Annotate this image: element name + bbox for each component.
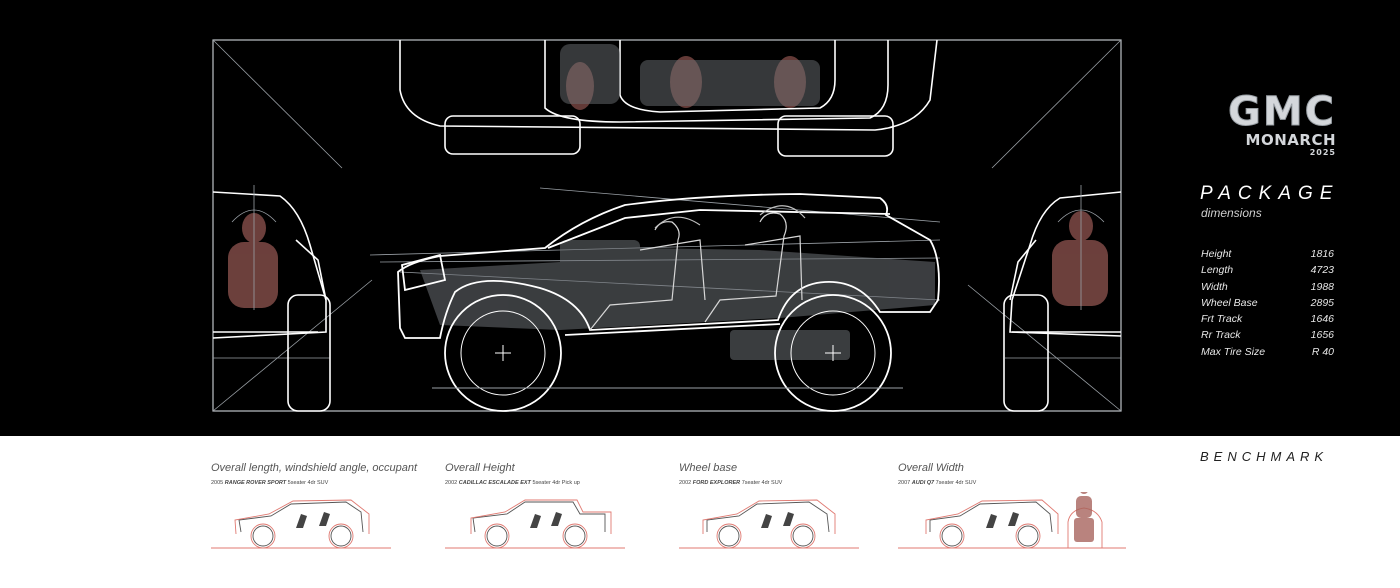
dimension-row: Rr Track 1656	[1201, 327, 1334, 343]
benchmark-car-name: RANGE ROVER SPORT	[224, 480, 287, 486]
front-view	[212, 191, 331, 412]
benchmark-car-line: 2007 AUDI Q7 7seater 4dr SUV	[898, 480, 1128, 486]
side-view-body-fill	[420, 240, 935, 360]
benchmark-title: BENCHMARK	[1200, 449, 1329, 464]
dimension-value: 4723	[1310, 264, 1334, 277]
dimension-label: Height	[1201, 248, 1232, 260]
package-subtitle: dimensions	[1201, 206, 1262, 220]
benchmark-car-name: AUDI Q7	[911, 480, 935, 486]
benchmark-item: Overall length, windshield angle, occupa…	[211, 462, 441, 549]
benchmark-sketch	[679, 499, 859, 549]
benchmark-heading: Overall Width	[898, 462, 964, 474]
benchmark-car-line: 2005 RANGE ROVER SPORT 5seater 4dr SUV	[211, 480, 441, 486]
dimension-value: 2895	[1310, 296, 1334, 309]
logo-year-text: 2025	[1309, 148, 1336, 157]
dimension-value: 1656	[1310, 329, 1334, 342]
package-title: PACKAGE	[1200, 183, 1340, 204]
benchmark-car-line: 2002 FORD EXPLORER 7seater 4dr SUV	[679, 480, 909, 486]
benchmark-sketch	[445, 499, 625, 549]
benchmark-item: Wheel base 2002 FORD EXPLORER 7seater 4d…	[679, 462, 909, 549]
benchmark-year: 2005	[211, 480, 224, 486]
benchmark-heading: Overall Height	[445, 462, 515, 474]
dimensions-list: Height 1816 Length 4723 Width 1988 Wheel Ba…	[1201, 246, 1334, 360]
top-view	[399, 39, 938, 157]
benchmark-item: Overall Width 2007 AUDI Q7 7seater 4dr S…	[898, 462, 1128, 549]
benchmark-desc: 5seater 4dr Pick up	[532, 480, 580, 486]
benchmark-year: 2002	[445, 480, 458, 486]
benchmark-car-name: CADILLAC ESCALADE EXT	[458, 480, 531, 486]
benchmark-heading: Overall length, windshield angle, occupa…	[211, 462, 418, 474]
dimension-label: Width	[1201, 280, 1228, 293]
dimension-value: 1988	[1310, 280, 1334, 293]
dimension-value: 1646	[1310, 313, 1334, 326]
dimension-row: Max Tire Size R 40	[1201, 344, 1334, 360]
front-view-occupant	[228, 213, 278, 308]
benchmark-desc: 7seater 4dr SUV	[741, 480, 783, 486]
logo-gmc-text: GMC	[1228, 89, 1336, 135]
benchmark-desc: 7seater 4dr SUV	[935, 480, 977, 486]
side-view-body	[397, 193, 940, 339]
gmc-logo: GMC MONARCH 2025	[1196, 89, 1336, 158]
vehicle-package-drawing	[212, 39, 1122, 412]
benchmark-sketch	[211, 499, 391, 549]
benchmark-car-name: FORD EXPLORER	[692, 480, 741, 486]
benchmark-car-line: 2002 CADILLAC ESCALADE EXT 5seater 4dr P…	[445, 480, 675, 486]
dimension-label: Length	[1201, 264, 1234, 277]
drawing-frame	[212, 39, 1122, 412]
dimension-row: Wheel Base 2895	[1201, 295, 1334, 311]
benchmark-year: 2007	[898, 480, 911, 486]
benchmark-year: 2002	[679, 480, 692, 486]
benchmark-sketch	[898, 492, 1126, 549]
side-view-occupants	[589, 205, 806, 331]
package-drawing-panel: GMC MONARCH 2025 PACKAGE dimensions Heig…	[0, 0, 1400, 436]
rear-view-occupant	[1052, 211, 1108, 306]
dimension-row: Width 1988	[1201, 279, 1334, 295]
dimension-label: Wheel Base	[1201, 296, 1258, 309]
dimension-value: R 40	[1311, 345, 1334, 358]
side-view-wheels	[432, 294, 903, 412]
dimension-label: Rr Track	[1201, 329, 1241, 342]
dimension-label: Max Tire Size	[1201, 345, 1266, 358]
dimension-value: 1816	[1310, 248, 1334, 260]
benchmark-desc: 5seater 4dr SUV	[287, 480, 329, 486]
logo-model-text: MONARCH	[1245, 131, 1336, 149]
dimension-row: Length 4723	[1201, 262, 1334, 278]
rear-view	[1003, 191, 1122, 412]
dimension-row: Frt Track 1646	[1201, 311, 1334, 327]
benchmark-item: Overall Height 2002 CADILLAC ESCALADE EX…	[445, 462, 675, 549]
dimension-label: Frt Track	[1201, 313, 1243, 326]
benchmark-heading: Wheel base	[679, 462, 738, 474]
dimension-row: Height 1816	[1201, 246, 1334, 262]
